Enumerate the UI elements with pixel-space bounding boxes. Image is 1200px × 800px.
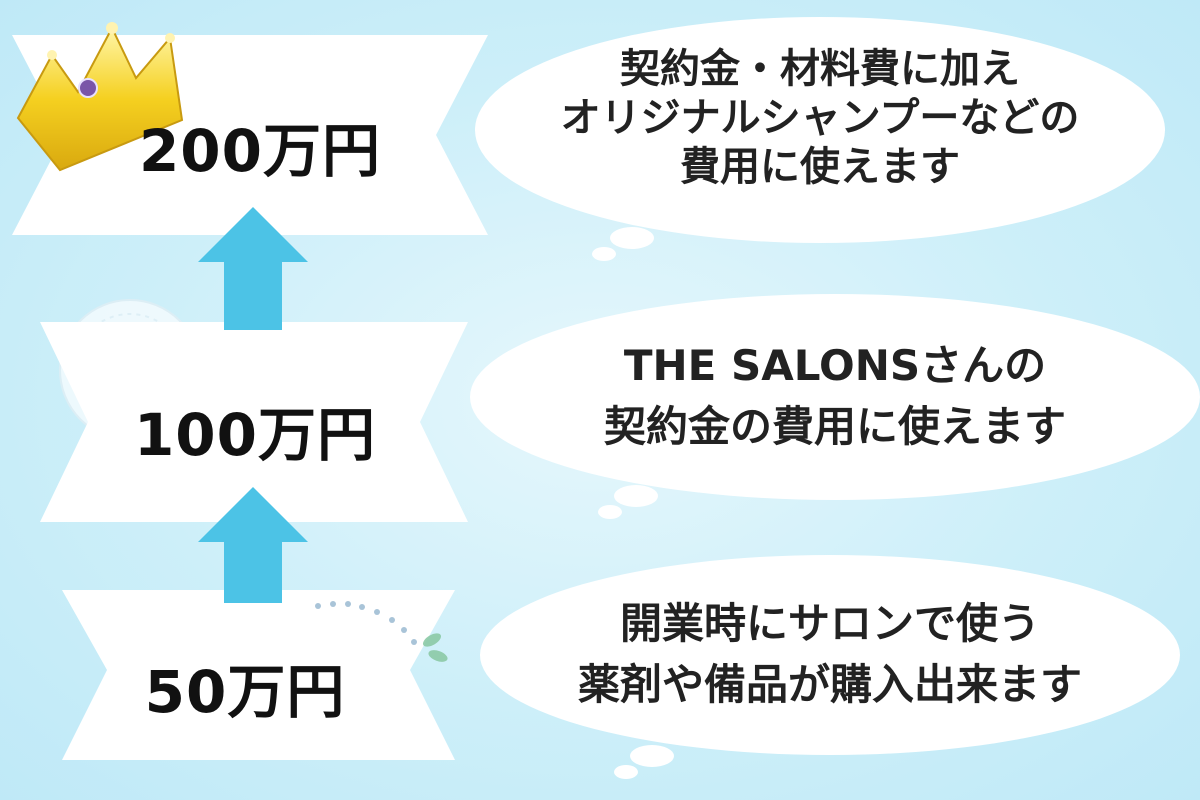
- speech-bubble-100: [470, 294, 1200, 519]
- tier-amount-200: 200万円: [138, 117, 382, 185]
- leaf-decoration: [422, 633, 448, 662]
- tier-amount-50: 50万円: [144, 658, 346, 726]
- ribbon-50: [62, 590, 455, 760]
- bubble-line: 薬剤や備品が購入出来ます: [577, 659, 1082, 709]
- bubble-line: オリジナルシャンプーなどの: [560, 94, 1080, 141]
- arrow-up-icon: [198, 487, 308, 603]
- bubble-line: 契約金・材料費に加え: [620, 46, 1020, 92]
- crown-icon: [16, 22, 184, 172]
- bubble-line: 開業時にサロンで使う: [619, 599, 1040, 648]
- bubble-line: 費用に使えます: [680, 143, 960, 190]
- sparkle-dots: [315, 601, 417, 645]
- bubble-text-50: 開業時にサロンで使う 薬剤や備品が購入出来ます: [495, 594, 1165, 716]
- bubble-line: 契約金の費用に使えます: [603, 401, 1066, 451]
- speech-bubble-200: [475, 17, 1165, 261]
- speech-bubble-50: [480, 555, 1180, 779]
- ribbon-100: [40, 322, 468, 522]
- bubble-text-200: 契約金・材料費に加え オリジナルシャンプーなどの 費用に使えます: [480, 45, 1160, 191]
- arrow-up-icon: [198, 207, 308, 330]
- tier-amount-100: 100万円: [133, 401, 377, 469]
- bubble-line: THE SALONSさんの: [623, 341, 1047, 390]
- bubble-text-100: THE SALONSさんの 契約金の費用に使えます: [500, 336, 1170, 458]
